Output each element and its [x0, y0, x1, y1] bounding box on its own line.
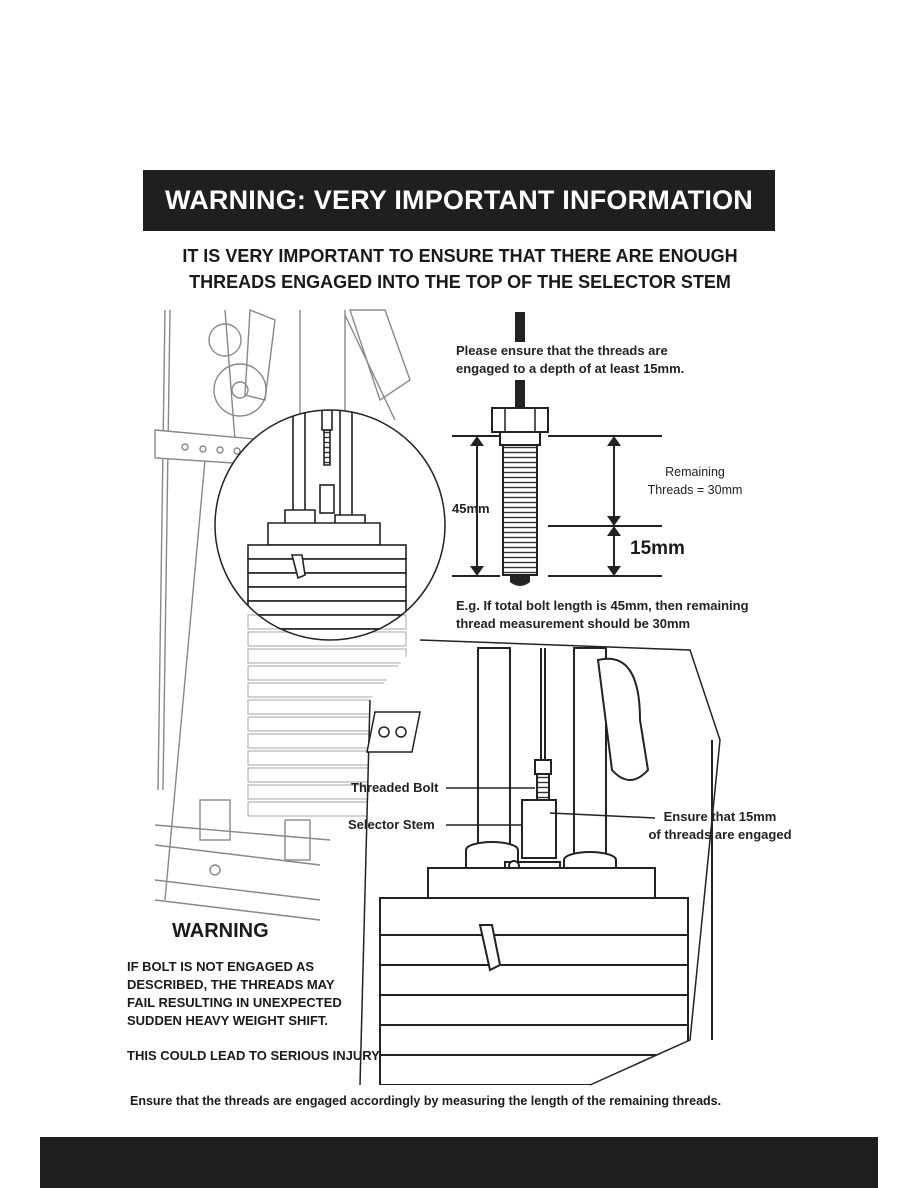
remaining-line-2: Threads = 30mm [647, 483, 743, 497]
ensure-engaged-label: Ensure that 15mm of threads are engaged [640, 808, 800, 844]
bolt-note: Please ensure that the threads are engag… [456, 342, 684, 378]
detail-stack [360, 640, 720, 1085]
warning-line-1: IF BOLT IS NOT ENGAGED AS [127, 959, 315, 974]
warning-banner: WARNING: VERY IMPORTANT INFORMATION [143, 170, 775, 231]
selector-stem-label: Selector Stem [348, 817, 435, 832]
weight-stack-lower [247, 614, 407, 817]
banner-title: WARNING: VERY IMPORTANT INFORMATION [165, 185, 753, 215]
bolt-diagram [452, 312, 662, 586]
illustration [154, 308, 721, 1086]
bolt-note-line-2: engaged to a depth of at least 15mm. [456, 361, 685, 376]
warning-line-4: SUDDEN HEAVY WEIGHT SHIFT. [127, 1013, 329, 1028]
engaged-length-label: 15mm [630, 538, 685, 559]
magnifier-circle [214, 409, 446, 641]
example-line-2: thread measurement should be 30mm [456, 616, 691, 631]
remaining-line-1: Remaining [665, 465, 725, 479]
warning-title: WARNING [172, 920, 269, 942]
threaded-bolt-label: Threaded Bolt [351, 780, 439, 795]
footer-note: Ensure that the threads are engaged acco… [130, 1094, 722, 1108]
example-note: E.g. If total bolt length is 45mm, then … [456, 597, 749, 633]
warning-line-3: FAIL RESULTING IN UNEXPECTED [127, 995, 342, 1010]
ensure-line-2: of threads are engaged [648, 827, 792, 842]
bolt-note-line-1: Please ensure that the threads are [456, 343, 668, 358]
subheading-line-1: IT IS VERY IMPORTANT TO ENSURE THAT THER… [182, 246, 738, 266]
ensure-line-1: Ensure that 15mm [663, 809, 777, 824]
footer-bar [40, 1137, 878, 1188]
warning-body: IF BOLT IS NOT ENGAGED AS DESCRIBED, THE… [127, 958, 387, 1030]
warning-injury: THIS COULD LEAD TO SERIOUS INJURY [127, 1048, 380, 1063]
subheading-line-2: THREADS ENGAGED INTO THE TOP OF THE SELE… [189, 272, 731, 292]
example-line-1: E.g. If total bolt length is 45mm, then … [456, 598, 749, 613]
warning-line-2: DESCRIBED, THE THREADS MAY [127, 977, 335, 992]
subheading: IT IS VERY IMPORTANT TO ENSURE THAT THER… [120, 243, 800, 295]
total-length-label: 45mm [452, 501, 490, 516]
remaining-threads-label: Remaining Threads = 30mm [630, 463, 760, 499]
